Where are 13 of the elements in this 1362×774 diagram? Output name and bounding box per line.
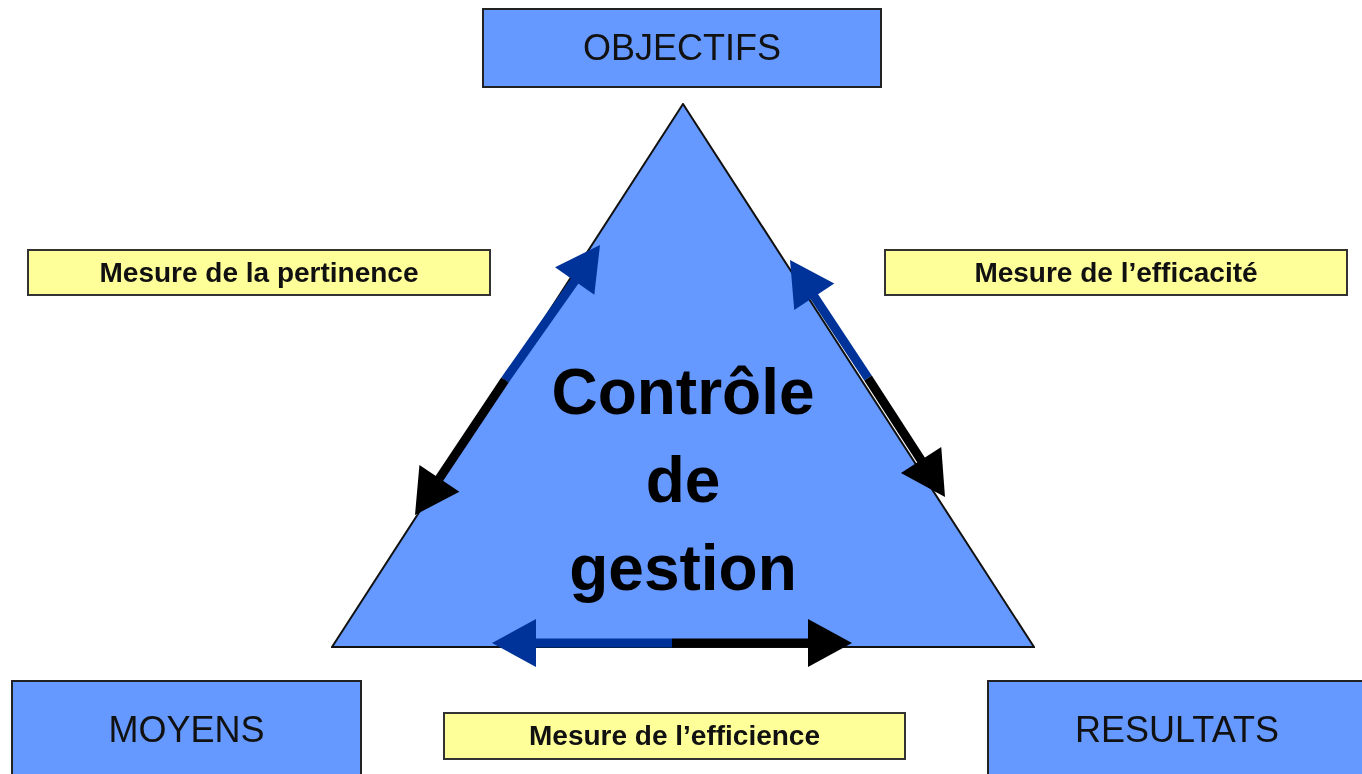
box-label: OBJECTIFS — [583, 27, 781, 69]
measure-label: Mesure de l’efficience — [529, 720, 820, 752]
measure-label-box — [27, 249, 491, 296]
measure-label: Mesure de la pertinence — [99, 256, 419, 289]
results-box — [987, 680, 1362, 774]
means-box — [11, 680, 362, 774]
measure-label: Mesure de l’efficacité — [974, 256, 1258, 289]
box-label: MOYENS — [108, 709, 265, 751]
objectives-box — [482, 8, 882, 88]
measure-label-box — [443, 712, 906, 760]
box-label: RESULTATS — [1075, 709, 1279, 751]
center-title: Contrôle de gestion — [550, 355, 816, 606]
measure-label-box — [884, 249, 1348, 296]
